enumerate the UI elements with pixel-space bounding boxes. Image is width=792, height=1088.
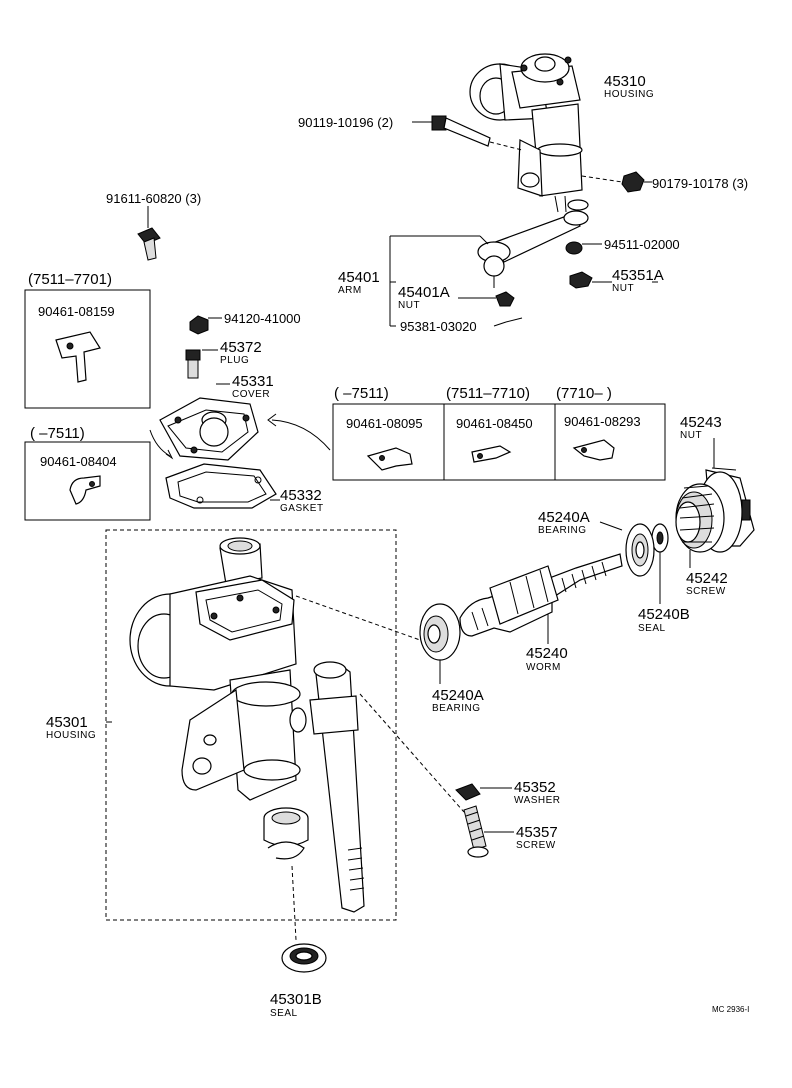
cover-45331 [159, 397, 259, 461]
screw-45242 [675, 483, 725, 553]
nut-94120 [189, 315, 209, 335]
part-name-seal-240b: SEAL [638, 623, 666, 634]
clamp-box-3 [332, 403, 666, 481]
part-number-45240b: 45240B [638, 606, 690, 623]
part-name-bearing-lower: BEARING [432, 703, 481, 714]
clamp-90461-08159-drawing [55, 331, 101, 383]
washer-45352 [455, 783, 481, 801]
nut-45351a [569, 271, 593, 289]
part-number-94120: 94120-41000 [224, 311, 301, 326]
cotter-pin-95381 [505, 317, 523, 323]
clamp-box-2 [24, 441, 151, 521]
part-number-45352: 45352 [514, 779, 556, 796]
clamp-box-1 [24, 289, 151, 409]
part-name-nut-arm: NUT [398, 300, 420, 311]
part-number-45357: 45357 [516, 824, 558, 841]
plug-45372 [185, 349, 201, 379]
part-number-45240a-lower: 45240A [432, 687, 484, 704]
part-name-housing-top: HOUSING [604, 89, 654, 100]
clamp-90461-08293-drawing [572, 439, 615, 461]
part-number-90461-08450: 90461-08450 [456, 416, 533, 431]
part-number-45240a-upper: 45240A [538, 509, 590, 526]
part-number-45332: 45332 [280, 487, 322, 504]
gasket-45332 [165, 463, 277, 509]
part-number-45240: 45240 [526, 645, 568, 662]
part-number-45301: 45301 [46, 714, 88, 731]
clamp-90461-08404-drawing [69, 475, 101, 505]
part-number-90119: 90119-10196 (2) [298, 115, 393, 130]
box3a-range: ( –7511) [334, 385, 389, 402]
part-number-95381: 95381-03020 [400, 319, 477, 334]
part-name-arm: ARM [338, 285, 362, 296]
part-number-45401a: 45401A [398, 284, 450, 301]
washer-94511 [565, 241, 583, 255]
part-number-90461-08293: 90461-08293 [564, 414, 641, 429]
part-number-45372: 45372 [220, 339, 262, 356]
main-housing-45301 [129, 537, 307, 801]
top-housing-assembly [469, 53, 589, 213]
part-name-screw-242: SCREW [686, 586, 726, 597]
part-name-seal-301b: SEAL [270, 1008, 298, 1019]
box3b-range: (7511–7710) [446, 385, 530, 402]
needle-bearing [263, 807, 309, 847]
part-number-45351a: 45351A [612, 267, 664, 284]
seal-45301b [281, 943, 327, 973]
part-number-90461-08404: 90461-08404 [40, 454, 117, 469]
bearing-45240a-lower [419, 603, 461, 661]
part-number-90461-08095: 90461-08095 [346, 416, 423, 431]
part-name-screw-357: SCREW [516, 840, 556, 851]
bolt-90119 [431, 115, 523, 151]
part-name-nut-243: NUT [680, 430, 702, 441]
part-name-nut-351: NUT [612, 283, 634, 294]
sector-shaft [309, 661, 365, 913]
part-number-90461-08159: 90461-08159 [38, 304, 115, 319]
part-name-washer-352: WASHER [514, 795, 561, 806]
snap-ring [267, 841, 305, 860]
part-number-45301b: 45301B [270, 991, 322, 1008]
part-name-plug: PLUG [220, 355, 249, 366]
part-number-45243: 45243 [680, 414, 722, 431]
part-number-45310: 45310 [604, 73, 646, 90]
part-number-45242: 45242 [686, 570, 728, 587]
part-number-45401: 45401 [338, 269, 380, 286]
part-name-housing-main: HOUSING [46, 730, 96, 741]
nut-90179 [581, 171, 652, 193]
bolt-91611 [137, 227, 161, 261]
part-number-90179: 90179-10178 (3) [652, 176, 748, 191]
part-number-45331: 45331 [232, 373, 274, 390]
part-name-worm: WORM [526, 662, 561, 673]
part-number-91611: 91611-60820 (3) [106, 191, 201, 206]
nut-45401a [495, 291, 515, 307]
housing-assembly-frame [105, 529, 397, 921]
clamp-90461-08450-drawing [471, 445, 512, 463]
worm-45240 [459, 553, 623, 637]
box1-range: (7511–7701) [28, 271, 112, 288]
screw-45357 [463, 805, 489, 858]
part-name-gasket: GASKET [280, 503, 324, 514]
part-number-94511: 94511-02000 [604, 237, 680, 252]
pitman-arm-45401 [477, 210, 589, 288]
part-name-cover: COVER [232, 389, 270, 400]
clamp-90461-08095-drawing [366, 447, 413, 471]
part-name-bearing-upper: BEARING [538, 525, 587, 536]
box2-range: ( –7511) [30, 425, 85, 442]
box3c-range: (7710– ) [556, 385, 612, 402]
reference-code: MC 2936-I [712, 1005, 749, 1014]
bearing-45240a-upper [625, 523, 655, 577]
